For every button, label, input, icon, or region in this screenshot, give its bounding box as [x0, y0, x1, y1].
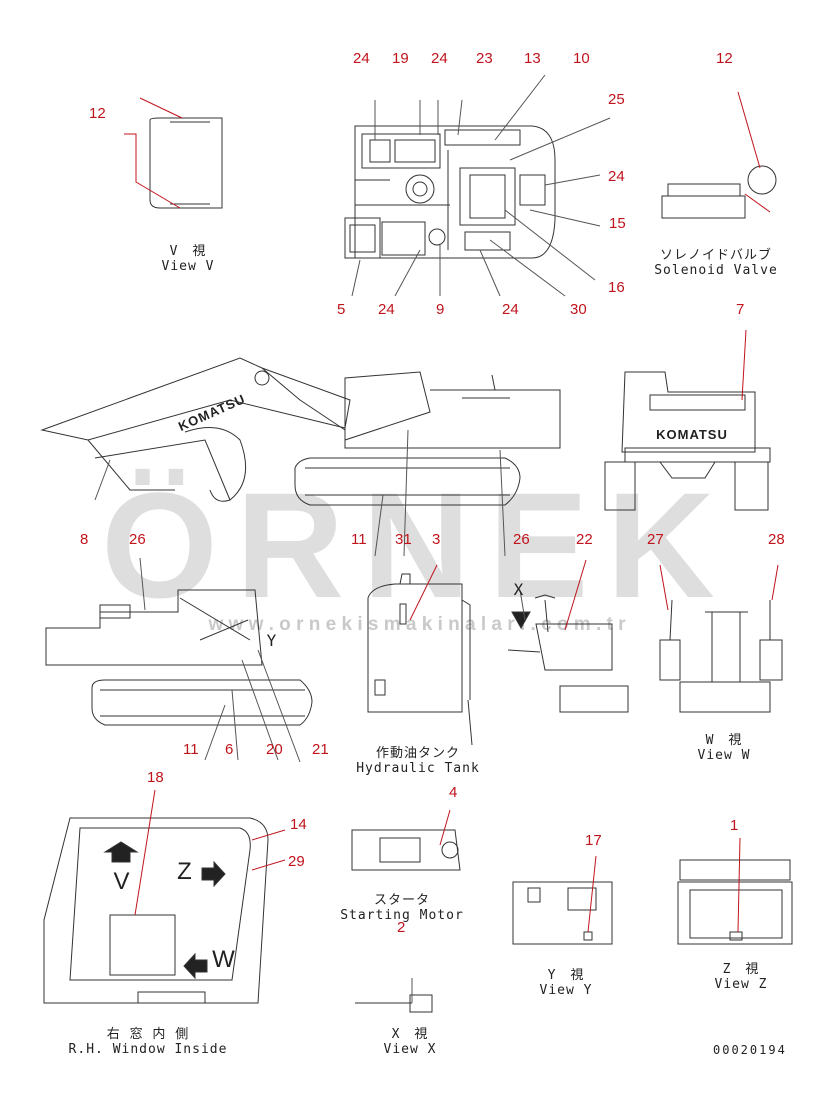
callout-3: 3 [432, 531, 441, 548]
caption-starter-jp: スタータ [373, 893, 431, 908]
callout-13: 13 [524, 50, 541, 67]
callout-8: 8 [80, 531, 89, 548]
caption-view-x-jp: X 視 [391, 1027, 429, 1042]
starting-motor-drawing [351, 809, 461, 871]
callout-24: 24 [378, 301, 395, 318]
view-letter-x: X [513, 580, 525, 599]
caption-tank-jp: 作動油タンク [375, 746, 461, 761]
solenoid-valve-drawing [661, 91, 777, 219]
excavator-rear-drawing [604, 329, 771, 511]
caption-view-y: Y 視 View Y [540, 968, 593, 998]
callout-1: 1 [730, 817, 739, 834]
caption-view-y-en: View Y [539, 983, 593, 998]
callout-19: 19 [392, 50, 409, 67]
callout-26: 26 [129, 531, 146, 548]
caption-view-v-jp: V 視 [169, 244, 207, 259]
callout-11: 11 [183, 741, 199, 758]
view-letter-v: V [113, 868, 131, 895]
cab-window-drawing [43, 789, 286, 1004]
view-z-drawing [677, 837, 793, 945]
caption-view-w-jp: W 視 [705, 733, 743, 748]
view-letter-z: Z [177, 858, 193, 885]
callout-22: 22 [576, 531, 593, 548]
callout-18: 18 [147, 769, 164, 786]
caption-starting-motor: スタータ Starting Motor [340, 893, 464, 923]
callout-20: 20 [266, 741, 283, 758]
caption-hydraulic-tank: 作動油タンク Hydraulic Tank [356, 746, 480, 776]
callout-21: 21 [312, 741, 329, 758]
document-number: 00020194 [713, 1043, 787, 1057]
view-v-drawing [124, 97, 223, 209]
caption-solenoid-jp: ソレノイドバルブ [659, 248, 773, 263]
caption-view-x: X 視 View X [384, 1027, 437, 1057]
callout-24: 24 [608, 168, 625, 185]
callout-7: 7 [736, 301, 745, 318]
view-y-drawing [512, 855, 613, 945]
caption-window-en: R.H. Window Inside [68, 1042, 228, 1057]
caption-tank-en: Hydraulic Tank [356, 761, 480, 776]
caption-view-x-en: View X [383, 1042, 437, 1057]
callout-10: 10 [573, 50, 590, 67]
callout-24: 24 [502, 301, 519, 318]
view-w-drawing [659, 564, 783, 713]
top-view-drawing [344, 74, 611, 297]
callout-28: 28 [768, 531, 785, 548]
callout-12: 12 [716, 50, 733, 67]
callout-23: 23 [476, 50, 493, 67]
caption-view-z-jp: Z 視 [722, 962, 760, 977]
caption-solenoid: ソレノイドバルブ Solenoid Valve [654, 248, 778, 278]
caption-view-w: W 視 View W [698, 733, 751, 763]
callout-12: 12 [89, 105, 106, 122]
callout-2: 2 [397, 919, 406, 936]
caption-view-v: V 視 View V [162, 244, 215, 274]
caption-view-z-en: View Z [714, 977, 768, 992]
callout-25: 25 [608, 91, 625, 108]
callout-27: 27 [647, 531, 664, 548]
callout-24: 24 [353, 50, 370, 67]
callout-15: 15 [609, 215, 626, 232]
view-letter-w: W [212, 946, 236, 973]
view-x-drawing [355, 978, 433, 1013]
callout-29: 29 [288, 853, 305, 870]
callout-9: 9 [436, 301, 445, 318]
callout-31: 31 [395, 531, 412, 548]
callout-6: 6 [225, 741, 234, 758]
callout-4: 4 [449, 784, 458, 801]
callout-16: 16 [608, 279, 625, 296]
callout-24: 24 [431, 50, 448, 67]
komatsu-logo-rear: KOMATSU [656, 427, 728, 442]
caption-window-inside: 右 窓 内 側 R.H. Window Inside [69, 1027, 228, 1057]
excavator-left-drawing [45, 589, 313, 763]
caption-view-z: Z 視 View Z [715, 962, 768, 992]
caption-view-w-en: View W [697, 748, 751, 763]
caption-window-jp: 右 窓 内 側 [106, 1027, 190, 1042]
view-letter-y: Y [266, 631, 278, 650]
callout-17: 17 [585, 832, 602, 849]
excavator-side-drawing [40, 357, 561, 506]
control-lever-drawing [507, 559, 629, 713]
callout-26: 26 [513, 531, 530, 548]
callout-5: 5 [337, 301, 346, 318]
callout-14: 14 [290, 816, 307, 833]
callout-30: 30 [570, 301, 587, 318]
caption-view-v-en: View V [161, 259, 215, 274]
hydraulic-tank-drawing [367, 564, 473, 746]
caption-solenoid-en: Solenoid Valve [654, 263, 778, 278]
caption-view-y-jp: Y 視 [547, 968, 585, 983]
callout-11: 11 [351, 531, 367, 548]
caption-starter-en: Starting Motor [340, 908, 464, 923]
